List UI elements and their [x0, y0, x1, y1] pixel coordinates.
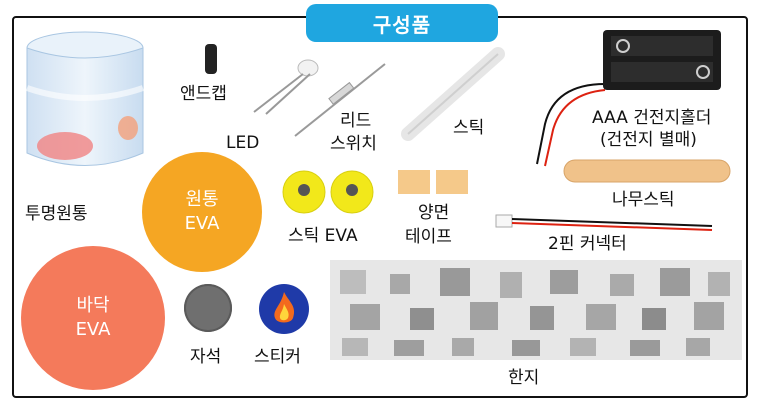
label-reed-2: 스위치: [330, 134, 377, 154]
bottom-eva-disc: 바닥 EVA: [21, 246, 165, 390]
stick-eva-image: [282, 170, 374, 214]
label-stick-eva: 스틱 EVA: [288, 226, 358, 246]
endcap-image: [205, 44, 217, 74]
tape-piece-2: [436, 170, 468, 194]
title-tab: 구성품: [306, 4, 498, 42]
wood-stick-image: [563, 159, 731, 183]
label-tape-2: 테이프: [405, 227, 452, 247]
label-reed-1: 리드: [340, 111, 372, 131]
bottom-eva-label-2: EVA: [75, 319, 111, 340]
tape-piece-1: [398, 170, 430, 194]
label-connector: 2핀 커넥터: [548, 234, 627, 254]
label-stick: 스틱: [453, 118, 485, 138]
connector-image: [495, 214, 713, 231]
label-led: LED: [226, 133, 260, 153]
label-magnet: 자석: [190, 347, 222, 367]
label-cylinder: 투명원통: [25, 204, 88, 224]
page-title: 구성품: [372, 12, 432, 37]
round-eva-disc: 원통 EVA: [142, 152, 262, 272]
label-sticker: 스티커: [254, 347, 301, 367]
label-hanji: 한지: [508, 368, 540, 388]
round-eva-label-2: EVA: [184, 213, 220, 234]
label-battery-2: (건전지 별매): [600, 130, 697, 150]
label-battery-1: AAA 건전지홀더: [592, 108, 712, 128]
hanji-paper-image: [330, 260, 742, 360]
label-wood-stick: 나무스틱: [612, 190, 675, 210]
stick-image: [401, 47, 505, 141]
round-eva-label-1: 원통: [185, 189, 219, 210]
sticker-image: [259, 284, 309, 334]
magnet-image: [184, 284, 232, 332]
label-tape-1: 양면: [418, 203, 450, 223]
led-image: [253, 59, 319, 115]
battery-holder-image: [536, 30, 721, 167]
bottom-eva-label-1: 바닥: [76, 295, 110, 316]
label-endcap: 앤드캡: [180, 84, 227, 104]
transparent-cylinder-image: [26, 31, 144, 166]
reed-switch-image: [294, 63, 386, 137]
